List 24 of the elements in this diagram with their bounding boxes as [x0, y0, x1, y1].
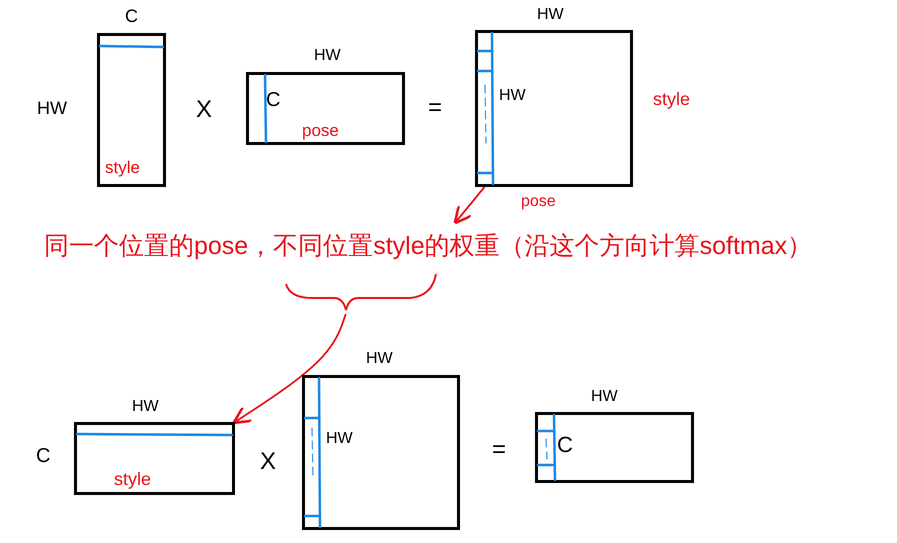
- matrix-label: style: [114, 470, 152, 488]
- dimension-label: HW: [537, 7, 564, 23]
- arrow: [453, 186, 486, 225]
- operator-label: =: [428, 96, 442, 120]
- matrix-label: C: [557, 434, 573, 456]
- operator-label: X: [260, 450, 276, 474]
- matrix-label: style: [105, 159, 140, 176]
- dimension-label: C: [125, 7, 138, 25]
- matrix-label: pose: [302, 122, 339, 139]
- matrix-label: C: [266, 90, 280, 110]
- dimension-label: HW: [366, 351, 393, 367]
- matrix-label: HW: [326, 431, 353, 447]
- side-label: C: [36, 446, 50, 466]
- annotation-text: 同一个位置的pose，不同位置style的权重（沿这个方向计算softmax）: [44, 234, 812, 259]
- side-label: pose: [521, 194, 556, 210]
- side-label: HW: [37, 99, 67, 117]
- dimension-label: HW: [132, 399, 159, 415]
- dimension-label: HW: [314, 48, 341, 64]
- operator-label: =: [492, 438, 506, 462]
- side-label: style: [653, 90, 690, 108]
- dimension-label: HW: [591, 389, 618, 405]
- arrow: [232, 314, 347, 424]
- matrix-label: HW: [499, 88, 526, 104]
- operator-label: X: [196, 98, 212, 122]
